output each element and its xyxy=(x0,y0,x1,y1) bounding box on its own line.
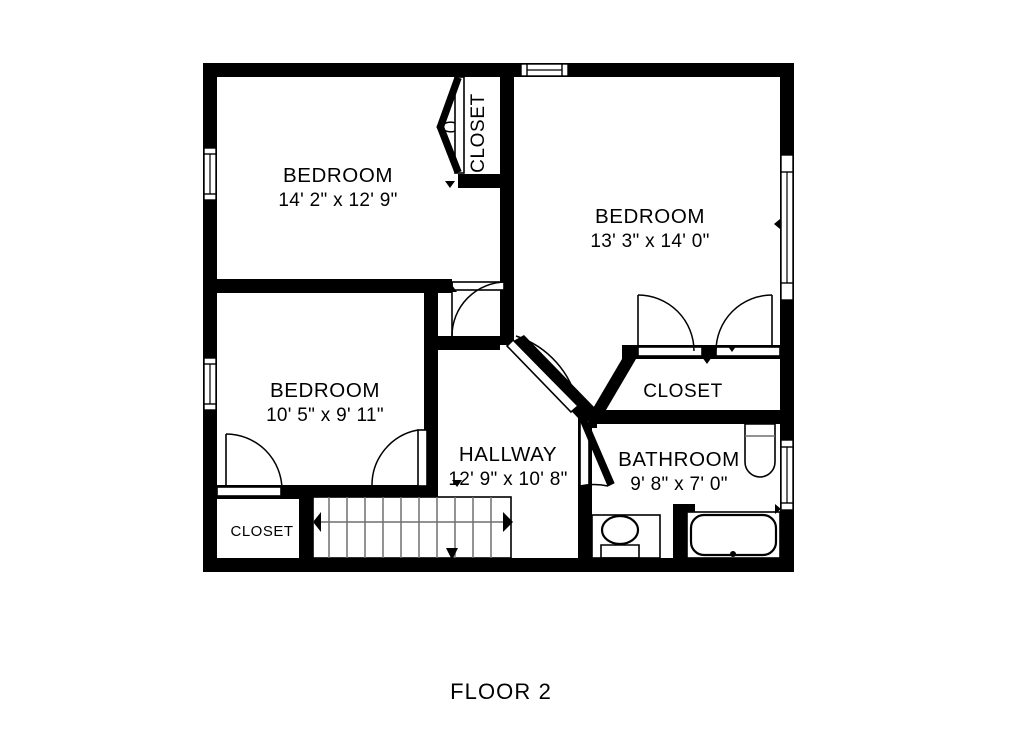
door-closet-right-right-leaf xyxy=(715,294,781,357)
toilet xyxy=(591,514,661,559)
bathtub xyxy=(686,511,781,559)
windows xyxy=(203,63,794,511)
door-closet-top-center xyxy=(436,76,465,174)
room-label-bathroom: BATHROOM 9' 8" x 7' 0" xyxy=(618,448,740,495)
staircase xyxy=(312,496,513,560)
door-bedroom-bottom-left-closet xyxy=(216,433,283,497)
room-dims-bedroom-bottom-left: 10' 5" x 9' 11" xyxy=(266,405,384,426)
room-name-bedroom-top-left: BEDROOM xyxy=(283,164,393,187)
door-bedroom-bottom-left-hall xyxy=(371,429,428,487)
window-left-upper xyxy=(203,147,217,201)
closet-label-top-center: CLOSET xyxy=(468,93,489,173)
room-dims-bedroom-top-left: 14' 2" x 12' 9" xyxy=(278,190,397,211)
floor-caption: FLOOR 2 xyxy=(450,679,552,704)
room-dims-hallway: 12' 9" x 10' 8" xyxy=(448,469,567,490)
doors xyxy=(216,76,781,497)
window-right-lower xyxy=(780,439,794,511)
room-label-bedroom-bottom-left: BEDROOM 10' 5" x 9' 11" xyxy=(266,379,384,426)
room-dims-bedroom-top-right: 13' 3" x 14' 0" xyxy=(590,231,709,252)
door-hallway-diagonal xyxy=(505,335,580,414)
window-right-upper xyxy=(780,154,794,301)
room-name-hallway: HALLWAY xyxy=(459,443,557,466)
room-label-hallway: HALLWAY 12' 9" x 10' 8" xyxy=(448,443,567,490)
room-name-bedroom-top-right: BEDROOM xyxy=(595,205,705,228)
room-label-bedroom-top-left: BEDROOM 14' 2" x 12' 9" xyxy=(278,164,397,211)
room-name-bedroom-bottom-left: BEDROOM xyxy=(270,379,380,402)
door-closet-right-left-leaf xyxy=(637,294,703,357)
room-label-bedroom-top-right: BEDROOM 13' 3" x 14' 0" xyxy=(590,205,709,252)
window-top xyxy=(520,63,569,77)
room-dims-bathroom: 9' 8" x 7' 0" xyxy=(630,474,728,495)
room-labels: BEDROOM 14' 2" x 12' 9" BEDROOM 13' 3" x… xyxy=(266,164,740,495)
closet-label-bottom-left: CLOSET xyxy=(230,523,293,540)
door-bathroom xyxy=(579,417,615,487)
sink xyxy=(744,423,776,478)
measurement-markers xyxy=(211,69,781,514)
closet-label-right: CLOSET xyxy=(643,381,723,402)
window-left-lower xyxy=(203,357,217,411)
closet-labels: CLOSET CLOSET CLOSET xyxy=(230,93,722,540)
room-name-bathroom: BATHROOM xyxy=(618,448,740,471)
fixtures xyxy=(312,423,781,560)
